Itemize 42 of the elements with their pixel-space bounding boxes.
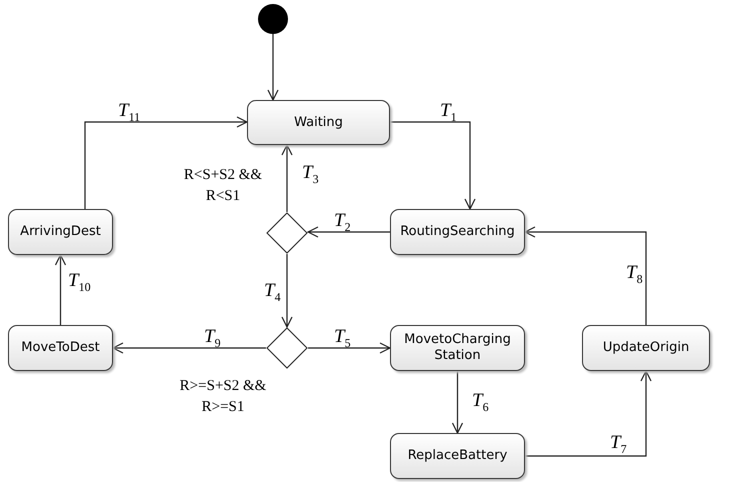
state-box — [390, 209, 525, 255]
edge-label: T$_{1}$ — [440, 100, 457, 125]
edge-label: T$_{4}$ — [264, 280, 281, 305]
transition-arrow — [281, 144, 293, 212]
edge-label: T$_{7}$ — [610, 432, 627, 457]
transition-arrow — [525, 370, 652, 457]
transition-arrow — [390, 121, 476, 210]
decision-diamond — [266, 327, 308, 369]
state-box — [390, 325, 525, 371]
transition-arrow — [281, 254, 293, 328]
state-name: MovetoCharging Station — [403, 332, 512, 364]
state-name: ReplaceBattery — [406, 448, 508, 464]
transition-arrow — [307, 226, 390, 238]
start-node-circle — [258, 4, 288, 34]
state-box — [8, 325, 113, 371]
transition-arrow — [452, 371, 464, 434]
state-name: Waiting — [293, 114, 344, 130]
transition-arrow — [84, 116, 248, 209]
state-box — [247, 100, 390, 145]
edge-label: T$_{3}$ — [302, 162, 319, 187]
state-name: UpdateOrigin — [602, 340, 690, 356]
transition-arrow — [54, 254, 66, 325]
edge-label: T$_{11}$ — [118, 100, 140, 125]
transition-arrow — [524, 226, 647, 325]
transition-arrow — [112, 342, 266, 354]
edge-label: T$_{10}$ — [68, 270, 91, 295]
guard-condition: R<S+S2 && R<S1 — [182, 166, 264, 206]
state-name: MoveToDest — [20, 340, 101, 356]
state-name: RoutingSearching — [399, 224, 516, 240]
edge-label: T$_{6}$ — [472, 390, 489, 415]
state-name: ArrivingDest — [19, 224, 102, 240]
edge-label: T$_{8}$ — [626, 262, 643, 287]
transition-arrow — [308, 342, 391, 354]
decision-diamond — [266, 212, 308, 254]
edge-label: T$_{2}$ — [334, 210, 351, 235]
guard-condition: R>=S+S2 && R>=S1 — [178, 377, 268, 417]
edge-label: T$_{5}$ — [334, 326, 351, 351]
state-box — [8, 209, 113, 255]
transition-arrow — [267, 34, 279, 101]
state-box — [582, 325, 710, 371]
state-box — [390, 433, 525, 479]
edge-label: T$_{9}$ — [204, 326, 221, 351]
